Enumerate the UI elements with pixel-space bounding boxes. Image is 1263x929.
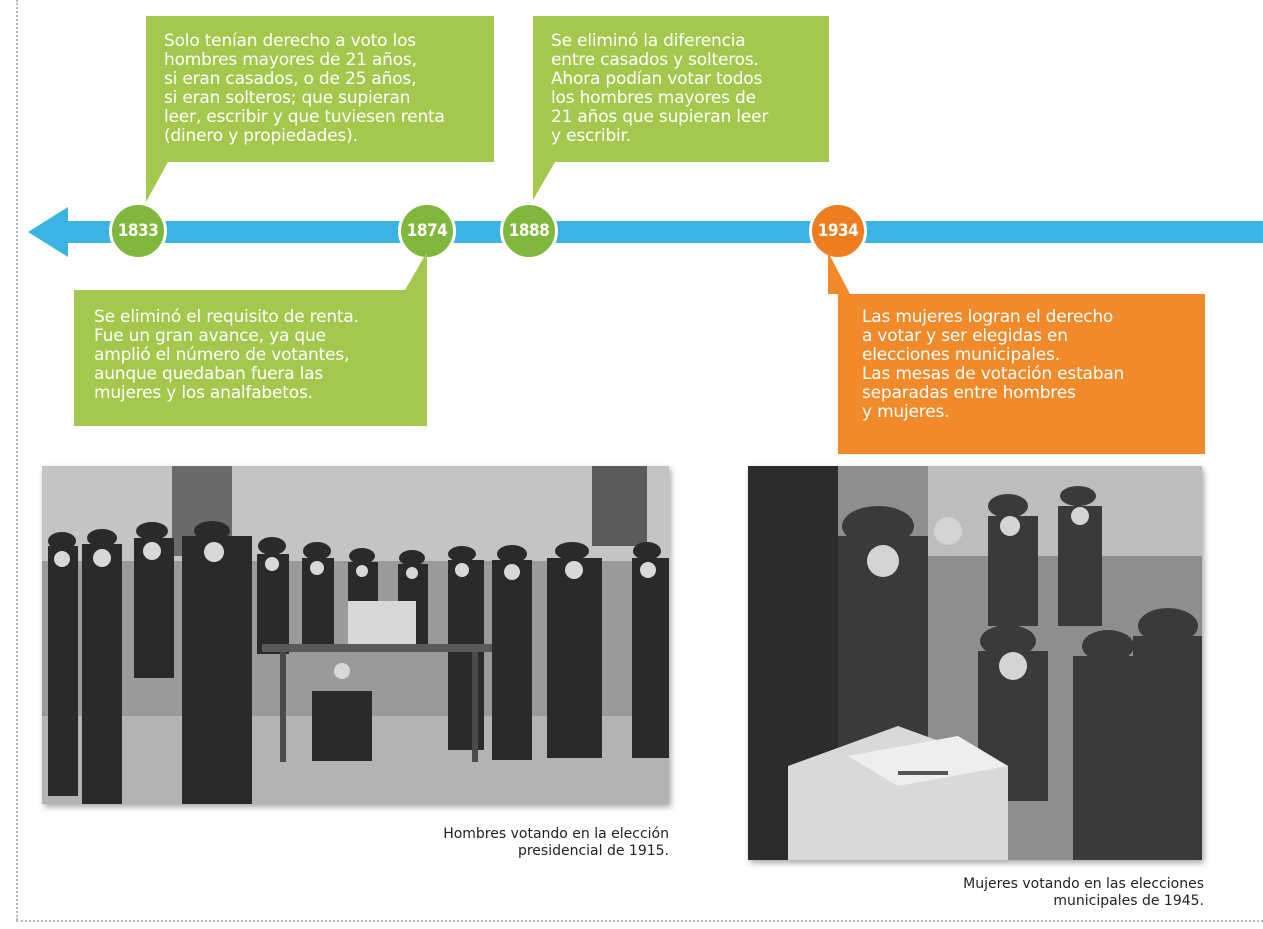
callout-1934-text: Las mujeres logran el derecho a votar y … — [862, 307, 1125, 422]
callout-1874: Se eliminó el requisito de renta. Fue un… — [74, 290, 427, 426]
caption-men-voting: Hombres votando en la elección presidenc… — [443, 826, 669, 859]
callout-1874-text: Se eliminó el requisito de renta. Fue un… — [94, 307, 359, 403]
callout-1934: Las mujeres logran el derecho a votar y … — [838, 294, 1205, 454]
callout-1888-pointer — [533, 162, 555, 200]
page-border — [16, 920, 1263, 922]
callout-1888-text: Se eliminó la diferencia entre casados y… — [551, 31, 769, 146]
caption-women-voting: Mujeres votando en las elecciones munici… — [963, 876, 1204, 909]
year-1833: 1833 — [109, 202, 167, 260]
callout-1874-pointer — [405, 252, 427, 290]
year-1888: 1888 — [500, 202, 558, 260]
callout-1888: Se eliminó la diferencia entre casados y… — [533, 16, 829, 162]
callout-1833: Solo tenían derecho a voto los hombres m… — [146, 16, 494, 162]
photo-women-voting — [748, 466, 1202, 860]
year-1874: 1874 — [398, 202, 456, 260]
photo-men-voting-image — [42, 466, 669, 804]
timeline-arrowhead — [28, 207, 68, 257]
page-border — [16, 0, 18, 920]
photo-women-voting-image — [748, 466, 1202, 860]
callout-1934-pointer — [828, 252, 850, 294]
callout-1833-pointer — [146, 162, 168, 202]
timeline-bar — [64, 221, 1263, 243]
callout-1833-text: Solo tenían derecho a voto los hombres m… — [164, 31, 445, 146]
photo-men-voting — [42, 466, 669, 804]
